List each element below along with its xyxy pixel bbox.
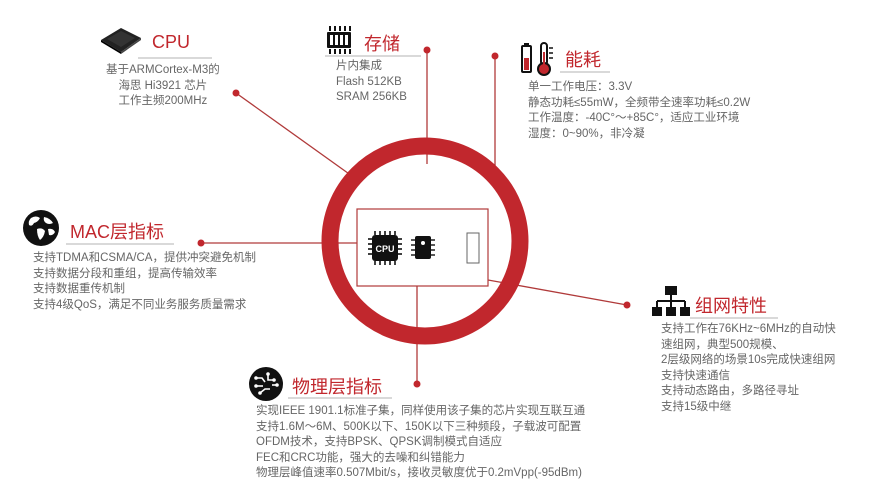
phy-line: 支持1.6M～6M、500K以下、150K以下三种频段，子载波可配置 <box>256 420 582 433</box>
network-line: 支持快速通信 <box>661 369 730 382</box>
network-line: 支持15级中继 <box>661 400 732 413</box>
storage-description: 片内集成 Flash 512KB SRAM 256KB <box>336 59 407 106</box>
phy-description: 实现IEEE 1901.1标准子集，同样使用该子集的芯片实现互联互通 支持1.6… <box>256 404 585 482</box>
power-line: 单一工作电压：3.3V <box>528 81 633 93</box>
battery-thermometer-icon <box>520 40 558 83</box>
chip-icon <box>99 26 143 59</box>
mac-line: 支持4级QoS，满足不同业务服务质量需求 <box>33 298 247 311</box>
mac-description: 支持TDMA和CSMA/CA，提供冲突避免机制 支持数据分段和重组，提高传输效率… <box>33 251 256 313</box>
mac-title: MAC层指标 <box>70 222 164 242</box>
cpu-line: 基于ARMCortex-M3的 <box>106 64 220 76</box>
mac-line: 支持数据分段和重组，提高传输效率 <box>33 267 217 280</box>
connector-dot <box>423 46 431 54</box>
power-line: 工作温度：-40C°～+85C°，适应工业环境 <box>528 112 740 124</box>
phy-line: FEC和CRC功能，强大的去噪和纠错能力 <box>256 451 465 464</box>
phy-line: 实现IEEE 1901.1标准子集，同样使用该子集的芯片实现互联互通 <box>256 405 586 417</box>
memory-chip-icon <box>323 24 355 61</box>
network-line: 2层级网络的场景10s完成快速组网 <box>661 354 836 366</box>
center-component <box>466 232 480 264</box>
connector-cpu <box>235 92 353 177</box>
network-topology-icon <box>652 285 690 324</box>
connector-dot <box>413 380 421 388</box>
power-line: 湿度：0~90%，非冷凝 <box>528 127 645 140</box>
network-line: 支持动态路由，多路径寻址 <box>661 385 799 397</box>
storage-line: SRAM 256KB <box>336 91 407 103</box>
phy-line: 物理层峰值速率0.507Mbit/s，接收灵敏度优于0.2mVpp(-95dBm… <box>256 467 582 479</box>
globe-icon <box>22 209 60 252</box>
connector-dot <box>232 89 240 97</box>
network-line: 速组网，典型500规模、 <box>661 338 784 351</box>
network-line: 支持工作在76KHz~6MHz的自动快 <box>661 323 836 335</box>
cpu-underline <box>138 57 212 59</box>
power-underline <box>560 71 610 73</box>
power-line: 静态功耗≤55mW，全频带全速率功耗≤0.2W <box>528 96 751 109</box>
cpu-description: 基于ARMCortex-M3的 海思 Hi3921 芯片 工作主频200MHz <box>106 63 220 110</box>
power-title: 能耗 <box>565 50 601 70</box>
connector-dot <box>623 301 631 309</box>
center-chip-label: CPU <box>375 244 394 254</box>
storage-line: 片内集成 <box>336 60 382 72</box>
network-description: 支持工作在76KHz~6MHz的自动快 速组网，典型500规模、 2层级网络的场… <box>661 322 836 415</box>
mac-line: 支持TDMA和CSMA/CA，提供冲突避免机制 <box>33 252 256 264</box>
connector-dot <box>197 239 205 247</box>
center-small-chip <box>411 236 435 259</box>
storage-title: 存储 <box>364 34 400 54</box>
network-title: 组网特性 <box>695 296 767 316</box>
mac-underline <box>66 243 174 245</box>
center-cpu-chip: CPU <box>368 231 402 265</box>
phy-underline <box>288 397 392 399</box>
phy-line: OFDM技术，支持BPSK、QPSK调制模式自适应 <box>256 436 502 448</box>
connector-dot <box>491 52 499 60</box>
cpu-line: 工作主频200MHz <box>118 95 208 107</box>
power-description: 单一工作电压：3.3V 静态功耗≤55mW，全频带全速率功耗≤0.2W 工作温度… <box>528 80 750 142</box>
storage-line: Flash 512KB <box>336 75 402 88</box>
network-underline <box>690 317 778 319</box>
phy-title: 物理层指标 <box>292 377 382 397</box>
mac-line: 支持数据重传机制 <box>33 283 125 295</box>
storage-underline <box>325 55 421 57</box>
circuit-head-icon <box>248 366 284 407</box>
cpu-title: CPU <box>152 32 191 52</box>
cpu-line: 海思 Hi3921 芯片 <box>118 79 208 92</box>
center-ring <box>321 137 529 345</box>
